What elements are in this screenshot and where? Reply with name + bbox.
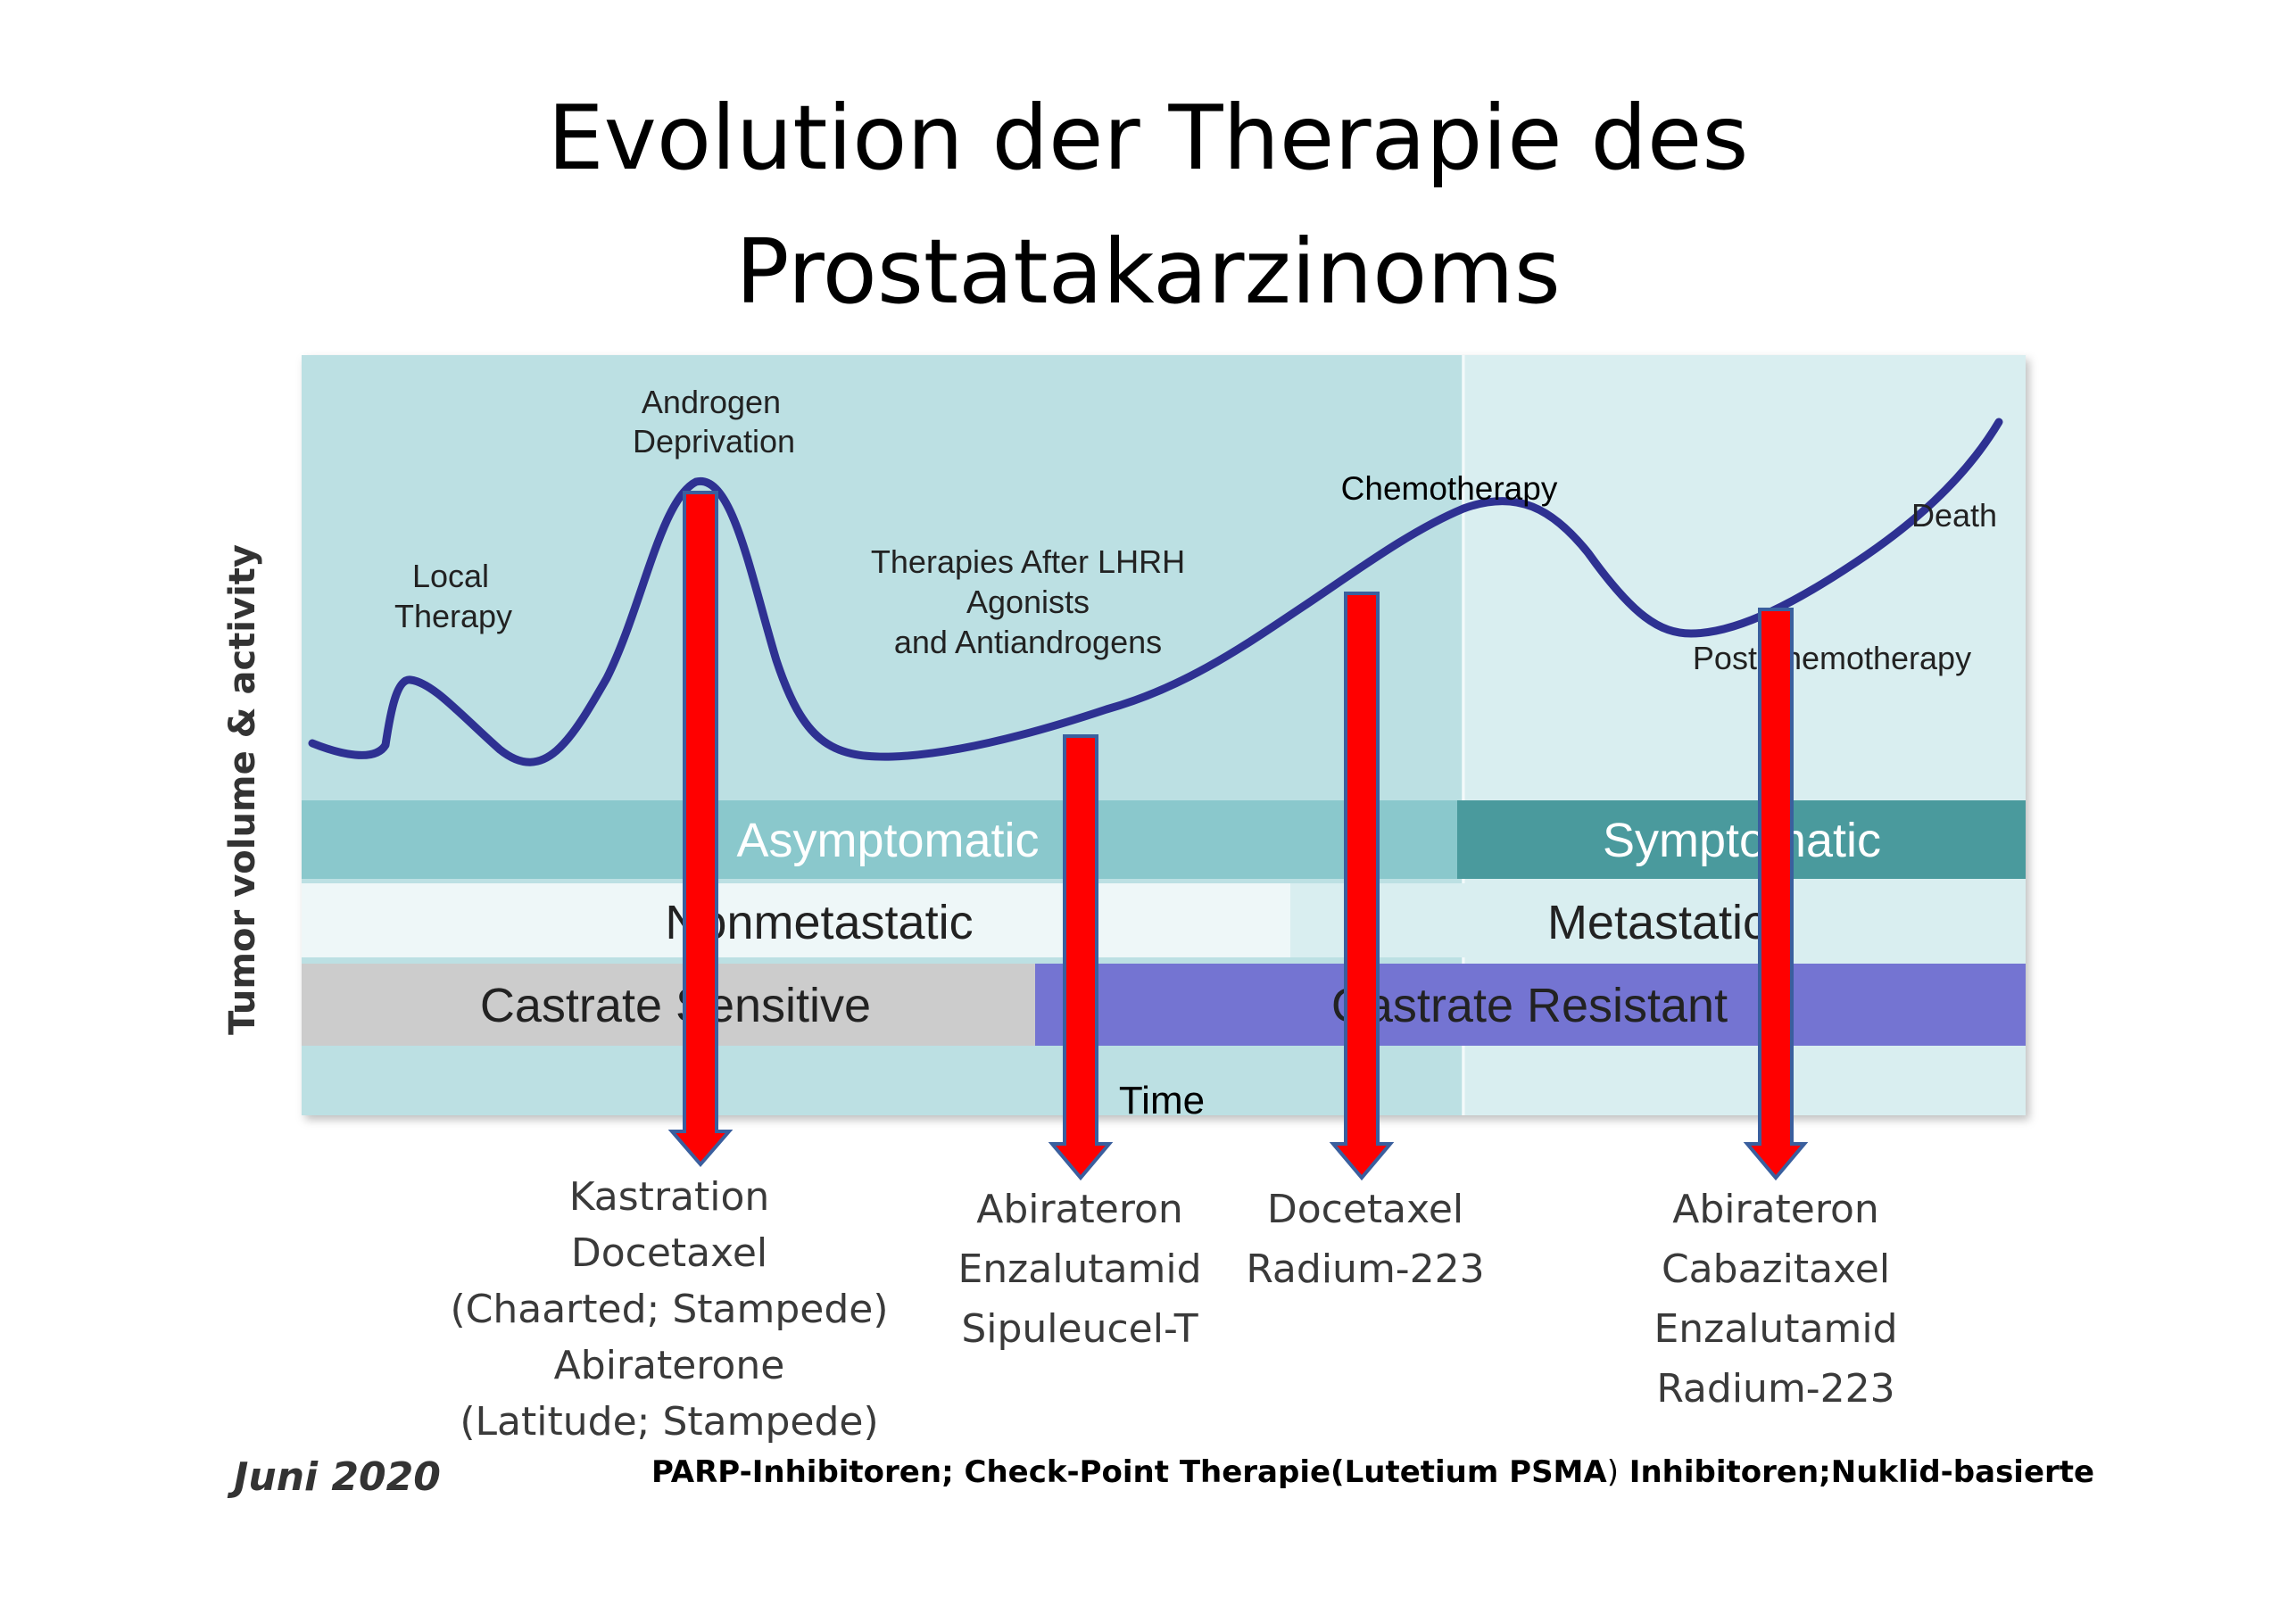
castrate-sensitive-band [302, 964, 1035, 1046]
page-title-line-1: Evolution der Therapie des [547, 86, 1749, 190]
treatment-list-2: Abirateron Enzalutamid Sipuleucel-T [928, 1180, 1231, 1359]
page-title-line-2: Prostatakarzinoms [735, 219, 1561, 324]
treatment-item: Enzalutamid [1654, 1306, 1898, 1352]
date-label: Juni 2020 [234, 1454, 441, 1500]
metastatic-label: Metastatic [1547, 896, 1767, 949]
post-chemotherapy-label: Post-chemotherapy [1693, 640, 1971, 676]
x-axis-label: Time [1119, 1079, 1205, 1122]
treatment-item: Radium-223 [1656, 1366, 1895, 1412]
footnote-paren: ) [1606, 1454, 1619, 1490]
treatment-item: Docetaxel [570, 1230, 768, 1276]
tumor-volume-curve [308, 418, 2003, 766]
castrate-resistant-band [1035, 964, 2026, 1046]
arrow-androgen-deprivation [667, 491, 734, 1168]
treatment-item: Abirateron [976, 1187, 1183, 1232]
treatment-item: Radium-223 [1246, 1246, 1485, 1292]
death-label: Death [1911, 497, 1997, 534]
y-axis-label: Tumor volume & activity [222, 544, 263, 1035]
treatment-item: (Chaarted; Stampede) [450, 1287, 889, 1332]
treatment-item: Kastration [568, 1174, 770, 1220]
treatment-list-1: Kastration Docetaxel (Chaarted; Stampede… [437, 1169, 901, 1450]
treatment-item: Sipuleucel-T [961, 1306, 1198, 1352]
asymptomatic-band [302, 800, 1457, 879]
treatment-list-4: Abirateron Cabazitaxel Enzalutamid Radiu… [1624, 1180, 1927, 1419]
treatment-item: (Latitude; Stampede) [460, 1399, 879, 1445]
arrow-chemotherapy [1329, 592, 1395, 1181]
symptomatic-label: Symptomatic [1603, 814, 1881, 867]
androgen-deprivation-label-1: Androgen [642, 384, 781, 420]
treatment-item: Abirateron [1672, 1187, 1879, 1232]
nonmetastatic-band [302, 883, 1290, 957]
lhrh-therapies-label-3: and Antiandrogens [894, 624, 1162, 660]
chemotherapy-label: Chemotherapy [1341, 470, 1558, 507]
footnote-part-1: PARP-Inhibitoren; Check-Point Therapie(L… [651, 1454, 1607, 1490]
treatment-item: Cabazitaxel [1661, 1246, 1891, 1292]
castrate-resistant-label: Castrate Resistant [1331, 979, 1728, 1032]
symptomatic-band [1457, 800, 2026, 879]
footnote: PARP-Inhibitoren; Check-Point Therapie(L… [651, 1454, 2094, 1490]
footnote-part-2: Inhibitoren;Nuklid-basierte [1618, 1454, 2095, 1490]
asymptomatic-label: Asymptomatic [736, 814, 1039, 867]
metastatic-band [1290, 883, 2026, 957]
treatment-list-3: Docetaxel Radium-223 [1231, 1180, 1499, 1299]
lhrh-therapies-label-1: Therapies After LHRH [871, 543, 1185, 580]
arrow-post-chemotherapy [1743, 608, 1809, 1181]
androgen-deprivation-label-2: Deprivation [633, 423, 795, 460]
treatment-arrows [667, 491, 1809, 1181]
castrate-sensitive-label: Castrate Sensitive [480, 979, 871, 1032]
treatment-item: Docetaxel [1266, 1187, 1464, 1232]
arrow-after-lhrh [1048, 734, 1114, 1181]
lhrh-therapies-label-2: Agonists [966, 584, 1090, 620]
local-therapy-label-1: Local [412, 558, 489, 594]
treatment-item: Enzalutamid [957, 1246, 1202, 1292]
local-therapy-label-2: Therapy [394, 598, 512, 634]
treatment-item: Abiraterone [553, 1343, 785, 1388]
